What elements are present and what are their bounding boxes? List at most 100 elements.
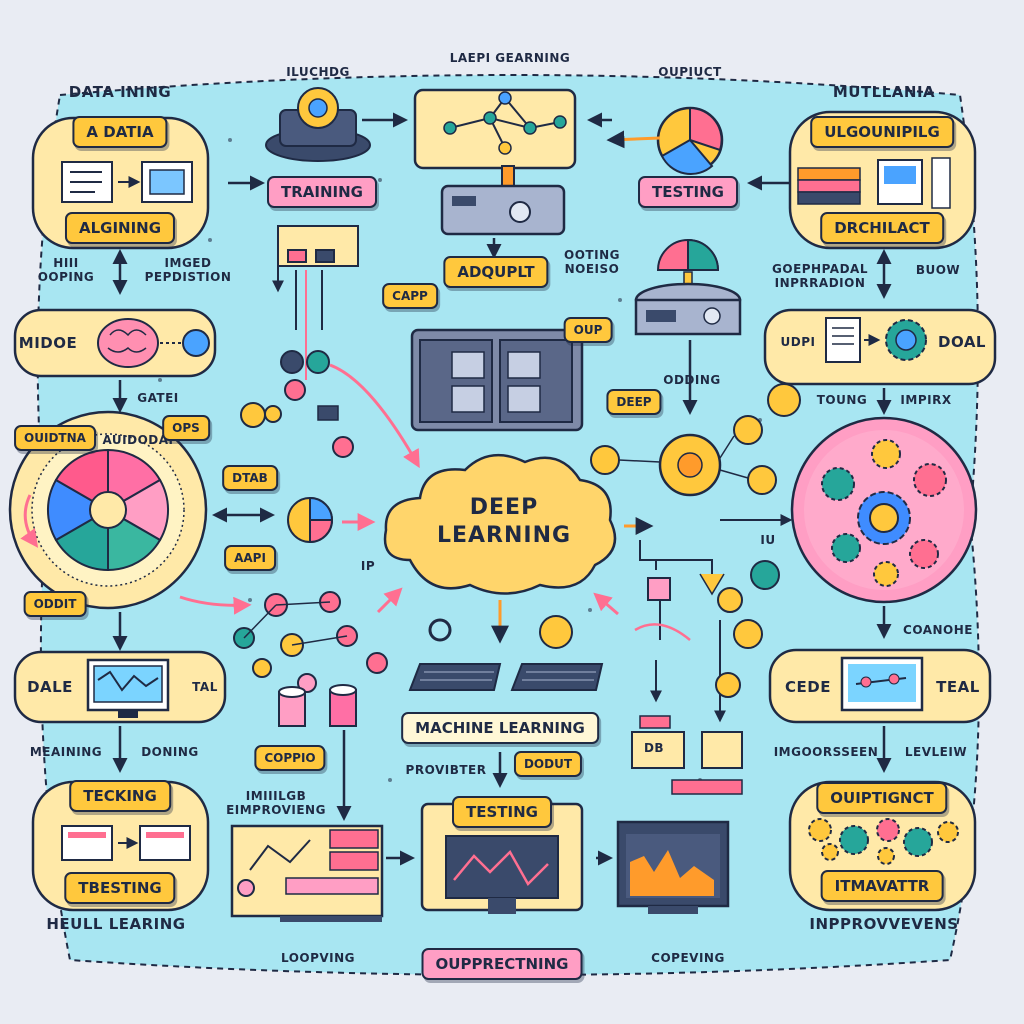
- database-icon: [278, 684, 357, 727]
- testing-tag-right: TESTING: [638, 176, 738, 208]
- dome-server-icon: [634, 238, 742, 336]
- network-icon: [413, 88, 577, 170]
- machine-learning-tag: MACHINE LEARNING: [401, 712, 599, 744]
- gear-icon: [885, 319, 927, 361]
- tebsting-tag: TBESTING: [64, 872, 176, 904]
- doning-label: DONING: [141, 745, 199, 759]
- keyboard-icon: [408, 663, 604, 691]
- adquplt-tag: ADQUPLT: [443, 256, 549, 288]
- center-title: DEEP LEARNING: [436, 495, 572, 548]
- arrow: [606, 130, 661, 149]
- coin-icon: [539, 615, 573, 649]
- iu-label: IU: [760, 533, 776, 547]
- db-label: DB: [643, 741, 665, 755]
- dtab-tag: DTAB: [222, 465, 278, 491]
- node-cluster-left: [240, 350, 354, 458]
- cloud-icon: [383, 453, 617, 595]
- coppio-tag: COPPIO: [254, 745, 326, 771]
- node-cluster-lower-left: [233, 591, 388, 693]
- buow-label: BUOW: [915, 263, 961, 277]
- mavatr-tag: ITMAVATTR: [820, 870, 944, 902]
- node-icon: [750, 560, 780, 590]
- dodut-tag: DODUT: [513, 751, 583, 777]
- left-wheel: [8, 410, 208, 610]
- odding-label: ODDING: [663, 373, 721, 387]
- left-mode-box: [13, 308, 217, 378]
- node-icon: [717, 587, 743, 613]
- pie-chart-icon: [287, 496, 334, 544]
- coanohe-label: COANOHE: [903, 623, 973, 637]
- gear-cluster: [790, 416, 978, 604]
- leviw-label: LEVLEIW: [904, 745, 968, 759]
- arrow: [699, 573, 725, 596]
- toung-label: TOUNG: [816, 393, 868, 407]
- top-label-left: DATA INING: [68, 83, 172, 101]
- top-label-right-center: OUPIUCT: [658, 65, 722, 79]
- bottom-label-left: HEULL LEARING: [46, 915, 186, 933]
- ouip-tag: OUIPTIGNCT: [816, 782, 948, 814]
- wheel-label-bottom: ODDIT: [23, 591, 87, 617]
- impirk-label: IMPIRX: [900, 393, 952, 407]
- loopving-label: LOOPVING: [280, 951, 356, 965]
- arrow: [20, 494, 39, 548]
- wheel-label-ops: OPS: [162, 415, 210, 441]
- right-doal-box: [763, 308, 997, 386]
- left-dale-box: [13, 650, 227, 724]
- tal-label: TAL: [192, 680, 218, 694]
- node-icon: [715, 672, 741, 698]
- server-icon-top: [440, 165, 566, 236]
- node-icon: [733, 619, 763, 649]
- arrow: [593, 592, 619, 616]
- oup-tag: OUP: [563, 317, 613, 343]
- ip-label: IP: [360, 559, 376, 573]
- db-panel: [631, 715, 743, 795]
- aligning-tag: ALGINING: [64, 212, 176, 244]
- training-tag: TRAINING: [267, 176, 377, 208]
- imgo-label: IMGOORSSEEN: [773, 745, 879, 759]
- brain-icon: [97, 318, 159, 368]
- lower-left-monitor: [230, 824, 384, 922]
- copving-label: COPEVING: [651, 951, 725, 965]
- note-right: IMGED PEPDISTION: [144, 256, 232, 284]
- pie-chart-icon-top: [656, 106, 724, 176]
- testing-monitor: [420, 802, 584, 914]
- provibter-label: PROVIBTER: [405, 763, 487, 777]
- flow-branch: [639, 540, 726, 723]
- dashboard-monitor: [616, 820, 730, 914]
- doal-label: DOAL: [938, 333, 986, 351]
- meaning-label: MEAINING: [29, 745, 103, 759]
- projector-icon: [265, 87, 371, 162]
- goep-label: GOEPHPADAL INPRRADION: [772, 262, 868, 290]
- hub-network: [590, 383, 801, 497]
- data-tag: A DATIA: [72, 116, 168, 148]
- bottom-tag-center: OUPPRECTNING: [421, 948, 583, 980]
- improving-label: IMIIILGB EIMPROVIENG: [226, 789, 326, 817]
- archilact-tag: DRCHILACT: [820, 212, 944, 244]
- top-label-right: MUTLLANIA: [832, 83, 936, 101]
- top-label-left-center: ILUCHDG: [286, 65, 350, 79]
- ulgo-tag: ULGOUNIPILG: [810, 116, 954, 148]
- arrow: [634, 623, 691, 641]
- tecking-tag: TECKING: [69, 780, 171, 812]
- aapi-tag: AAPI: [224, 545, 276, 571]
- wheel-label-top: OUIDTNA: [14, 425, 96, 451]
- server-rack-icon: [410, 328, 584, 432]
- right-teal-box: [768, 648, 992, 724]
- mid-left-panel: [277, 225, 359, 380]
- arrow: [329, 363, 420, 469]
- mode-label: MIDOE: [18, 334, 78, 352]
- gate-label: GATEI: [137, 391, 179, 405]
- ooping-note: OOTING NOEISO: [564, 248, 620, 276]
- node-icon: [182, 329, 210, 357]
- teal-label: TEAL: [936, 678, 980, 696]
- deep-tag: DEEP: [606, 389, 662, 415]
- arrow: [376, 587, 403, 614]
- note-left: HIII OOPING: [37, 256, 95, 284]
- arrow: [179, 595, 252, 615]
- testing-tag-center: TESTING: [452, 796, 552, 828]
- cede-label: CEDE: [785, 678, 831, 696]
- top-label-center: LAEPI GEARNING: [449, 51, 571, 65]
- dale-label: DALE: [27, 678, 73, 696]
- monitor-icon: [86, 658, 170, 718]
- udpi-label: UDPI: [780, 335, 816, 349]
